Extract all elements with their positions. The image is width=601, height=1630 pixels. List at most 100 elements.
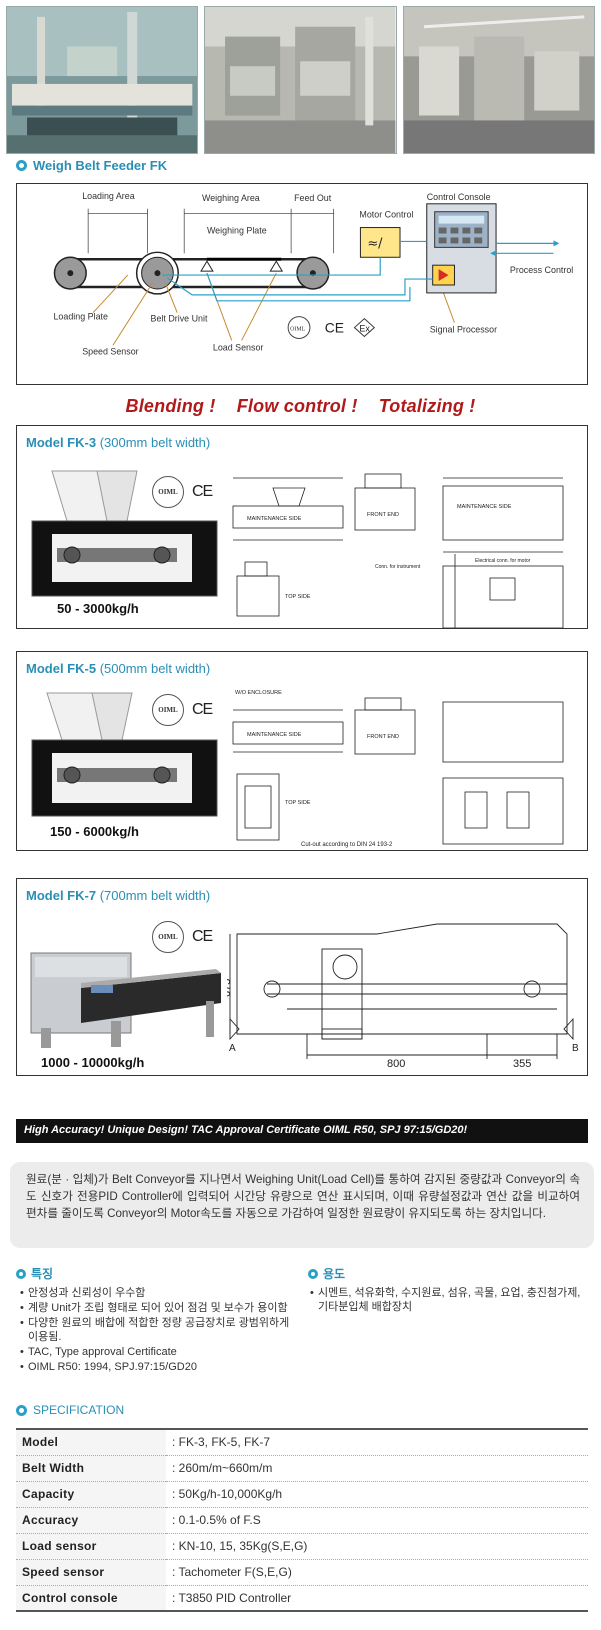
- model-fk7-drawing: 675 800 355 A B: [227, 919, 583, 1071]
- table-row: Belt Width: 260m/m~660m/m: [16, 1455, 588, 1482]
- weigh-belt-title-text: Weigh Belt Feeder FK: [33, 158, 168, 173]
- spec-heading: SPECIFICATION: [16, 1403, 124, 1417]
- table-row: Capacity: 50Kg/h-10,000Kg/h: [16, 1481, 588, 1508]
- fk7-label-a: A: [229, 1043, 236, 1054]
- table-row: Control console : T3850 PID Controller: [16, 1585, 588, 1611]
- model-fk3-width: (300mm belt width): [99, 435, 211, 450]
- fk7-label-b: B: [572, 1043, 579, 1054]
- product-photo-1: [6, 6, 199, 154]
- product-photo-3: [402, 6, 595, 154]
- motor-symbol-icon: ≈/: [367, 236, 383, 251]
- fk3-top-side-label: TOP SIDE: [285, 594, 311, 600]
- spec-key: Load sensor: [16, 1533, 166, 1560]
- spec-key: Belt Width: [16, 1455, 166, 1482]
- weigh-belt-title: Weigh Belt Feeder FK: [16, 158, 167, 173]
- model-fk5-box: Model FK-5 (500mm belt width) OIML CE 15…: [16, 651, 588, 851]
- fk5-top-side-label: TOP SIDE: [285, 800, 311, 806]
- spec-key: Model: [16, 1429, 166, 1456]
- fk3-elec-label: Electrical conn. for motor: [475, 558, 531, 564]
- diagram-ce-logo: CE: [325, 320, 344, 336]
- fk3-maint-side2-label: MAINTENANCE SIDE: [457, 504, 512, 510]
- spec-value: : Tachometer F(S,E,G): [166, 1559, 588, 1586]
- photo-strip: [6, 6, 595, 154]
- model-fk5-drawing: MAINTENANCE SIDE W/O ENCLOSURE FRONT END…: [225, 682, 583, 850]
- model-fk5-capacity: 150 - 6000kg/h: [50, 824, 139, 839]
- fk7-dim-355: 355: [513, 1058, 531, 1070]
- spec-key: Capacity: [16, 1481, 166, 1508]
- model-fk5-width: (500mm belt width): [99, 661, 211, 676]
- model-fk3-name: Model FK-3: [26, 435, 97, 450]
- model-fk7-box: Model FK-7 (700mm belt width) OIML CE 10…: [16, 878, 588, 1076]
- diagram-loading-plate: Loading Plate: [53, 312, 108, 322]
- circle-bullet-icon: [16, 160, 27, 171]
- ex-mark-icon: Ex: [359, 324, 370, 334]
- ce-mark-icon: CE: [192, 928, 213, 945]
- model-fk7-width: (700mm belt width): [99, 888, 211, 903]
- fk3-instr-label: Conn. for instrument: [375, 564, 421, 570]
- diagram-weighing-plate: Weighing Plate: [207, 226, 267, 236]
- fk5-front-end-label: FRONT END: [367, 734, 399, 740]
- fk3-front-end-label: FRONT END: [367, 512, 399, 518]
- model-fk7-cert-logos: OIML CE: [152, 921, 213, 953]
- circle-bullet-icon: [308, 1268, 318, 1279]
- model-fk5-image: [27, 688, 223, 822]
- model-fk3-capacity: 50 - 3000kg/h: [57, 601, 139, 616]
- oiml-logo-icon: OIML: [152, 921, 184, 953]
- features-list: 안정성과 신뢰성이 우수함 계량 Unit가 조립 형태로 되어 있어 점검 및…: [20, 1286, 300, 1375]
- slogan: Blending ! Flow control ! Totalizing !: [0, 396, 601, 417]
- model-fk7-image: [21, 933, 227, 1051]
- weigh-belt-diagram: Loading Area Weighing Area Feed Out Weig…: [16, 183, 588, 385]
- diagram-process-control: Process Control: [510, 265, 573, 275]
- ce-mark-icon: CE: [192, 701, 213, 718]
- list-item: 안정성과 신뢰성이 우수함: [20, 1286, 300, 1300]
- table-row: Load sensor: KN-10, 15, 35Kg(S,E,G): [16, 1533, 588, 1560]
- model-fk5-name: Model FK-5: [26, 661, 97, 676]
- list-item: 시멘트, 석유화학, 수지원료, 섬유, 곡물, 요업, 충진첨가제, 기타분입…: [310, 1286, 590, 1314]
- spec-title: SPECIFICATION: [33, 1403, 125, 1417]
- features-heading: 특징: [16, 1265, 53, 1282]
- circle-bullet-icon: [16, 1404, 27, 1416]
- spec-value: : KN-10, 15, 35Kg(S,E,G): [166, 1533, 588, 1560]
- diagram-belt-drive-unit: Belt Drive Unit: [151, 314, 208, 324]
- slogan-totalizing: Totalizing !: [378, 396, 476, 416]
- list-item: OIML R50: 1994, SPJ.97:15/GD20: [20, 1360, 300, 1374]
- table-row: Accuracy: 0.1-0.5% of F.S: [16, 1507, 588, 1534]
- slogan-blending: Blending !: [125, 396, 216, 416]
- diagram-load-sensor: Load Sensor: [213, 342, 264, 352]
- usage-heading: 용도: [308, 1265, 345, 1282]
- fk7-dim-675: 675: [227, 979, 233, 997]
- spec-value: : T3850 PID Controller: [172, 1590, 292, 1605]
- diagram-feed-out: Feed Out: [294, 193, 332, 203]
- fk5-cutout-label: Cut-out according to DIN 24 193-2: [301, 842, 393, 848]
- fk5-enclosure-label: W/O ENCLOSURE: [235, 690, 282, 696]
- fk7-dim-800: 800: [387, 1058, 405, 1070]
- spec-key: Control console: [16, 1585, 166, 1611]
- features-title: 특징: [31, 1267, 54, 1281]
- diagram-loading-area: Loading Area: [82, 191, 135, 201]
- slogan-flow-control: Flow control !: [236, 396, 358, 416]
- model-fk3-cert-logos: OIML CE: [152, 476, 213, 508]
- diagram-signal-processor: Signal Processor: [430, 325, 497, 335]
- usage-title: 용도: [323, 1267, 346, 1281]
- model-fk3-title: Model FK-3 (300mm belt width): [26, 435, 210, 450]
- spec-value: : FK-3, FK-5, FK-7: [166, 1429, 588, 1456]
- spec-value: : 0.1-0.5% of F.S: [166, 1507, 588, 1534]
- diagram-control-console: Control Console: [427, 192, 491, 202]
- oiml-logo-icon: OIML: [152, 694, 184, 726]
- accuracy-banner: High Accuracy! Unique Design! TAC Approv…: [16, 1119, 588, 1143]
- model-fk7-name: Model FK-7: [26, 888, 97, 903]
- fk5-maint-side-label: MAINTENANCE SIDE: [247, 732, 302, 738]
- model-fk3-drawing: MAINTENANCE SIDE FRONT END MAINTENANCE S…: [225, 458, 583, 628]
- list-item: 계량 Unit가 조립 형태로 되어 있어 점검 및 보수가 용이함: [20, 1301, 300, 1315]
- model-fk5-cert-logos: OIML CE: [152, 694, 213, 726]
- description-box: 원료(분 · 입체)가 Belt Conveyor를 지나면서 Weighing…: [10, 1162, 594, 1248]
- ce-mark-icon: CE: [192, 483, 213, 500]
- spec-value: : 260m/m~660m/m: [166, 1455, 588, 1482]
- model-fk7-title: Model FK-7 (700mm belt width): [26, 888, 210, 903]
- fk3-maint-side-label: MAINTENANCE SIDE: [247, 516, 302, 522]
- table-row: Speed sensor: Tachometer F(S,E,G): [16, 1559, 588, 1586]
- spec-key: Accuracy: [16, 1507, 166, 1534]
- table-row: Model: FK-3, FK-5, FK-7: [16, 1429, 588, 1456]
- product-photo-2: [204, 6, 397, 154]
